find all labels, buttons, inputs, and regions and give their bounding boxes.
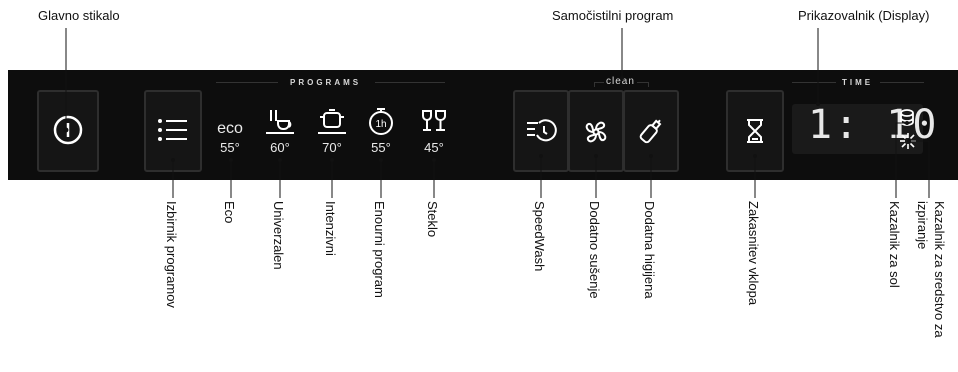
program-eco-name[interactable]: eco: [217, 120, 243, 137]
label-salt-indicator: Kazalnik za sol: [887, 201, 902, 288]
glass-icon[interactable]: [420, 108, 448, 138]
label-delay-start: Zakasnitev vklopa: [746, 201, 761, 306]
time-rule-left: [792, 82, 836, 83]
clean-header: clean: [606, 76, 635, 87]
hourglass-icon: [747, 119, 763, 143]
programs-rule-left: [216, 82, 278, 83]
label-program-selector: Izbirnik programov: [164, 201, 179, 308]
speedwash-icon: [527, 119, 557, 142]
clean-rule-right-tick: [648, 82, 649, 87]
label-glass: Steklo: [425, 201, 440, 238]
pot-icon[interactable]: [316, 108, 348, 138]
clean-rule-right: [637, 82, 649, 83]
label-extra-hygiene: Dodatna higijena: [642, 201, 657, 299]
time-rule-right: [880, 82, 924, 83]
svg-text:1h: 1h: [375, 119, 386, 130]
program-one-hour-temp: 55°: [371, 140, 391, 155]
programs-header: PROGRAMS: [290, 78, 362, 87]
clean-rule-left: [594, 82, 604, 83]
bottle-icon: [639, 119, 662, 144]
program-intensive-temp: 70°: [322, 140, 342, 155]
program-eco-temp: 55°: [220, 140, 240, 155]
fan-icon: [585, 121, 607, 143]
label-eco: Eco: [222, 201, 237, 224]
label-universal: Univerzalen: [271, 201, 286, 270]
label-speedwash: SpeedWash: [532, 201, 547, 272]
time-header: TIME: [842, 78, 874, 87]
label-self-clean: Samočistilni program: [552, 8, 674, 23]
label-intensive: Intenzivni: [323, 201, 338, 256]
label-display: Prikazovalnik (Display): [798, 8, 930, 23]
label-extra-dry: Dodatno sušenje: [587, 201, 602, 299]
label-main-switch: Glavno stikalo: [38, 8, 120, 23]
list-icon: [158, 119, 187, 141]
clean-rule-left-tick: [594, 82, 595, 87]
program-glass-temp: 45°: [424, 140, 444, 155]
stopwatch-1h-icon[interactable]: 1h: [367, 106, 395, 138]
label-one-hour: Enourni program: [372, 201, 387, 298]
universal-icon[interactable]: [264, 108, 296, 138]
label-rinse-indicator: Kazalnik za sredstvo za izpiranje: [915, 201, 947, 338]
program-universal-temp: 60°: [270, 140, 290, 155]
programs-rule-right: [375, 82, 445, 83]
